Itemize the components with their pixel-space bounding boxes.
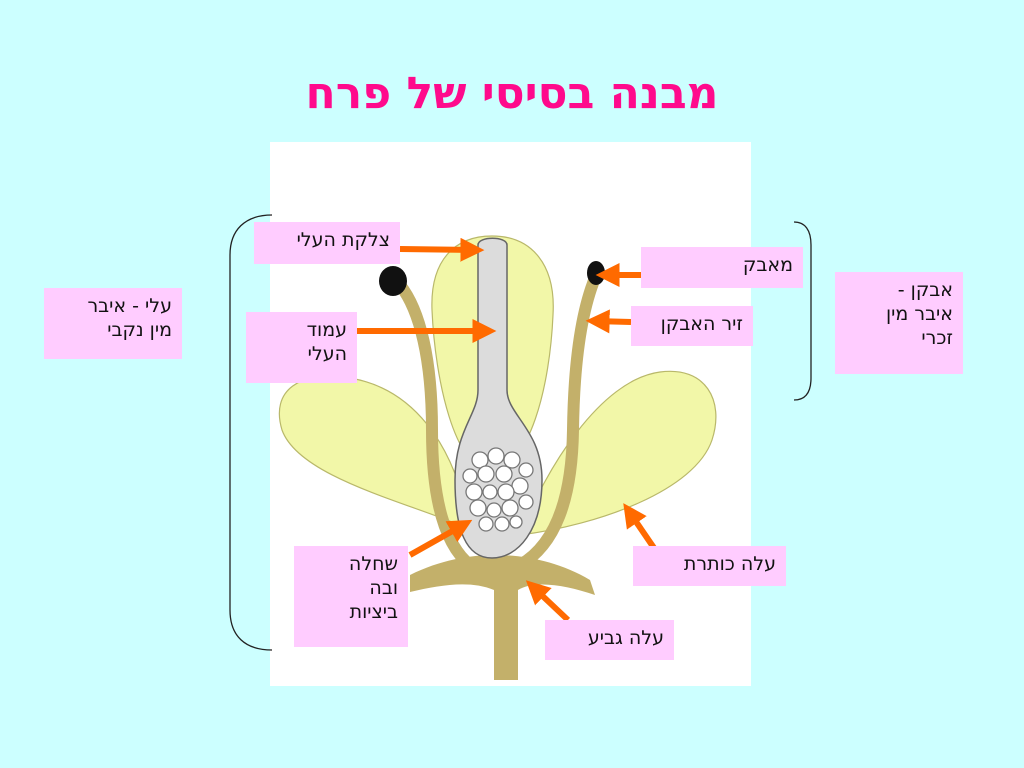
- pistil-label: עלי - איבר מין נקבי: [44, 288, 182, 359]
- ovary-label: שחלה ובה ביציות: [294, 546, 408, 647]
- filament-label: זיר האבקן: [631, 306, 753, 346]
- ovary-arrow: [408, 519, 473, 558]
- anther-label: מאבק: [641, 247, 803, 288]
- stamen-bracket: [793, 221, 812, 401]
- sepal-label: עלה גביע: [545, 620, 674, 660]
- right-anther: [587, 261, 605, 285]
- page-title: מבנה בסיסי של פרח: [305, 68, 719, 119]
- pistil-bracket: [229, 214, 273, 651]
- receptacle: [410, 555, 595, 680]
- stigma-arrow: [399, 237, 485, 262]
- petal-arrow: [623, 503, 657, 550]
- stamen-label: אבקן - איבר מין זכרי: [835, 272, 963, 374]
- sepal-arrow: [525, 580, 571, 623]
- style-label: עמוד העלי: [246, 312, 357, 383]
- right-filament: [514, 272, 601, 571]
- left-anther: [379, 266, 407, 296]
- ovules: [462, 447, 534, 532]
- stigma-label: צלקת העלי: [254, 222, 400, 264]
- filament-arrow: [585, 309, 632, 334]
- petal-label: עלה כותרת: [633, 546, 786, 586]
